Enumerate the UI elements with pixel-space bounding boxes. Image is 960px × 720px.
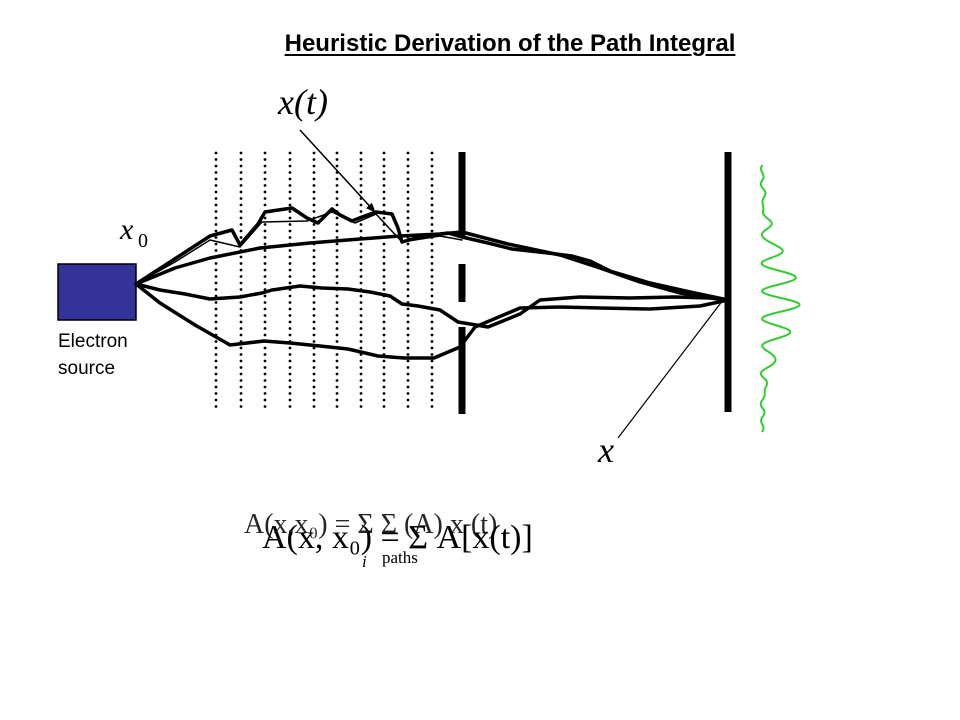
dot-column [288,151,292,408]
dot-column [382,151,386,408]
electron-source-label-line1: Electron [58,331,128,352]
dotted-grid [214,151,434,408]
amplitude-formula: A(x,x₀) = Σ Σ (A) x (t) A(x, x₀) = Σ A[x… [244,509,533,571]
upper-outer-path [134,230,730,302]
upper-path [134,206,730,302]
dot-column [312,151,316,408]
dot-column [335,151,339,408]
dot-column [359,151,363,408]
lower-path [134,282,730,360]
dot-column [406,151,410,408]
x0-label-base: x [119,213,134,246]
dot-column [239,151,243,408]
dot-column [214,151,218,408]
dot-column [430,151,434,408]
interference-pattern [759,164,801,433]
electron-source-box [57,263,137,321]
page-title: Heuristic Derivation of the Path Integra… [284,30,736,57]
x0-label: x 0 [119,213,148,252]
electron-source-label-line2: source [58,358,116,379]
electron-paths [134,206,730,360]
formula-subscript-paths: paths [382,548,418,567]
x-label-pointer [617,299,724,439]
path-label: x(t) [277,82,328,122]
electron-source-label: Electron source [58,328,128,382]
x-label: x [597,430,614,470]
middle-path [134,282,730,329]
x0-label-subscript: 0 [138,230,148,252]
upper-path-thin [135,211,463,285]
formula-front-layer: A(x, x₀) = Σ A[x(t)] [262,519,533,556]
formula-back-layer: A(x,x₀) = Σ Σ (A) x (t) [244,509,497,540]
path-label-arrow [299,129,376,213]
formula-subscript-i: i [362,552,367,571]
dot-column [263,151,267,408]
